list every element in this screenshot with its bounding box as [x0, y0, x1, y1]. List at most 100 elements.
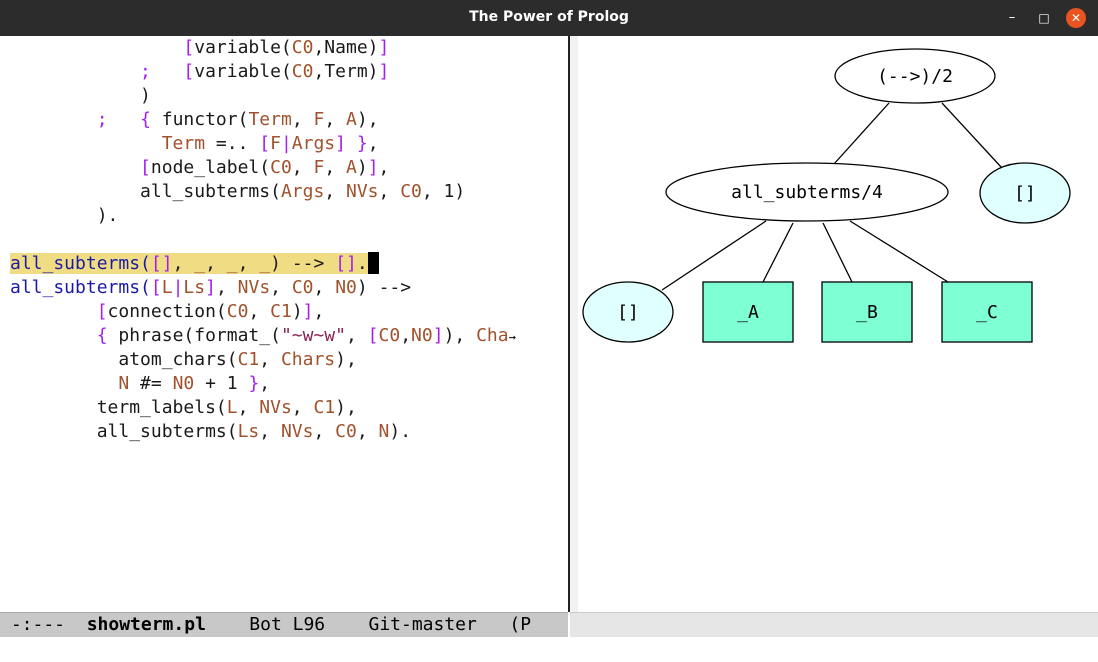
code-token: C0 [270, 157, 292, 178]
code-token: ). [389, 421, 412, 442]
code-token: Ls [237, 421, 260, 442]
code-token: . [356, 253, 368, 274]
code-token: [ [96, 301, 108, 322]
code-token: C0 [378, 325, 401, 346]
minimize-button[interactable]: – [1008, 10, 1016, 25]
code-line[interactable]: N #= N0 + 1 }, [10, 372, 568, 396]
graph-edges [661, 102, 1003, 291]
mode-line[interactable]: -:--- showterm.pl Bot L96 Git-master (P [0, 612, 568, 637]
code-token: ). [10, 205, 119, 226]
code-line[interactable]: [connection(C0, C1)], [10, 300, 568, 324]
maximize-button[interactable]: □ [1038, 11, 1050, 25]
code-token: [ [367, 325, 379, 346]
code-editor-pane[interactable]: [variable(C0,Name)] ; [variable(C0,Term)… [0, 36, 568, 612]
code-line[interactable]: term_labels(L, NVs, C1), [10, 396, 568, 420]
code-token: term_labels( [10, 397, 227, 418]
code-line[interactable]: all_subterms(Ls, NVs, C0, N). [10, 420, 568, 444]
modeline-mode[interactable]: (P [476, 614, 532, 635]
code-token [10, 373, 118, 394]
code-token: N0 [172, 373, 195, 394]
edge-sub-a [762, 222, 794, 283]
code-line[interactable]: { phrase(format_("~w~w", [C0,N0]), Cha→ [10, 324, 568, 348]
code-token: , [291, 397, 314, 418]
mode-line-inactive[interactable] [570, 612, 1098, 637]
truncation-arrow-icon: → [508, 330, 516, 344]
graph-node-nil1-label: [] [1014, 183, 1036, 204]
code-token: ] [335, 133, 346, 154]
code-token [10, 325, 97, 346]
graph-node-nil1: [] [979, 162, 1071, 224]
code-line[interactable]: ; [variable(C0,Term)] [10, 60, 568, 84]
code-token: [ [150, 277, 162, 298]
code-token: A [346, 109, 357, 130]
code-token: node_label( [150, 157, 271, 178]
code-token: variable( [194, 37, 292, 58]
window-title: The Power of Prolog [469, 9, 629, 25]
code-token: Term [248, 109, 292, 130]
code-line[interactable]: [variable(C0,Name)] [10, 36, 568, 60]
code-token: atom_chars( [10, 349, 238, 370]
code-token: connection( [107, 301, 227, 322]
code-token [10, 157, 140, 178]
code-token: , [237, 253, 260, 274]
edge-sub-nil2 [661, 220, 767, 291]
graph-node-root-label: (-->)/2 [877, 66, 953, 87]
graph-node-nil2-shape [582, 281, 674, 343]
code-token: , [205, 253, 227, 274]
code-line[interactable]: Term =.. [F|Args] }, [10, 132, 568, 156]
graph-node-a-shape [702, 281, 794, 343]
code-token: , [259, 421, 281, 442]
code-token: , [324, 181, 346, 202]
code-line[interactable]: all_subterms([], _, _, _) --> []. [10, 252, 568, 276]
code-line[interactable]: atom_chars(C1, Chars), [10, 348, 568, 372]
code-token: L [226, 397, 238, 418]
code-line[interactable]: [node_label(C0, F, A)], [10, 156, 568, 180]
code-token: ), [443, 325, 477, 346]
code-token: =.. [205, 133, 260, 154]
modeline-buffer-name[interactable]: showterm.pl [86, 614, 206, 635]
code-token: { [140, 109, 151, 130]
code-token: F [313, 157, 325, 178]
code-token: , [259, 349, 281, 370]
minibuffer[interactable] [0, 637, 1098, 662]
code-token: ] [367, 157, 379, 178]
code-token: , [291, 109, 314, 130]
code-token: ) [291, 301, 303, 322]
code-line[interactable]: all_subterms([L|Ls], NVs, C0, N0) --> [10, 276, 568, 300]
code-token: , [345, 325, 368, 346]
modeline-vc-branch[interactable]: Git-master [368, 614, 477, 635]
code-token: F [270, 133, 281, 154]
code-token: Chars [280, 349, 336, 370]
code-token: F [313, 109, 325, 130]
code-token: NVs [280, 421, 314, 442]
text-cursor [367, 252, 379, 274]
code-line[interactable] [10, 228, 568, 252]
window-divider[interactable] [568, 36, 570, 612]
code-line[interactable]: ). [10, 204, 568, 228]
graph-node-sub-label: all_subterms/4 [731, 182, 883, 203]
code-token: } [248, 373, 260, 394]
code-token: ), [356, 109, 379, 130]
code-token: [ [183, 61, 195, 82]
code-token: , [270, 277, 292, 298]
code-token: _ [226, 253, 238, 274]
code-text[interactable]: [variable(C0,Name)] ; [variable(C0,Term)… [0, 36, 568, 444]
term-graph: (-->)/2 all_subterms/4 [] [] _A _B _C [582, 48, 1071, 343]
code-line[interactable]: ; { functor(Term, F, A), [10, 108, 568, 132]
code-token: , [248, 301, 271, 322]
code-token [10, 109, 97, 130]
code-line[interactable]: all_subterms(Args, NVs, C0, 1) [10, 180, 568, 204]
modeline-position: Bot L96 [205, 614, 369, 635]
code-token: [] [150, 253, 173, 274]
code-token: ), [335, 397, 357, 418]
code-token: , [400, 325, 412, 346]
code-line[interactable]: ) [10, 84, 568, 108]
code-token: ] [378, 61, 390, 82]
close-button[interactable]: ✕ [1066, 8, 1086, 28]
code-token [108, 109, 141, 130]
code-token: C1 [270, 301, 292, 322]
graph-node-c-label: _C [976, 302, 998, 323]
code-token: , [215, 277, 238, 298]
code-token: ) [356, 157, 368, 178]
code-token: all_subterms( [10, 277, 151, 298]
